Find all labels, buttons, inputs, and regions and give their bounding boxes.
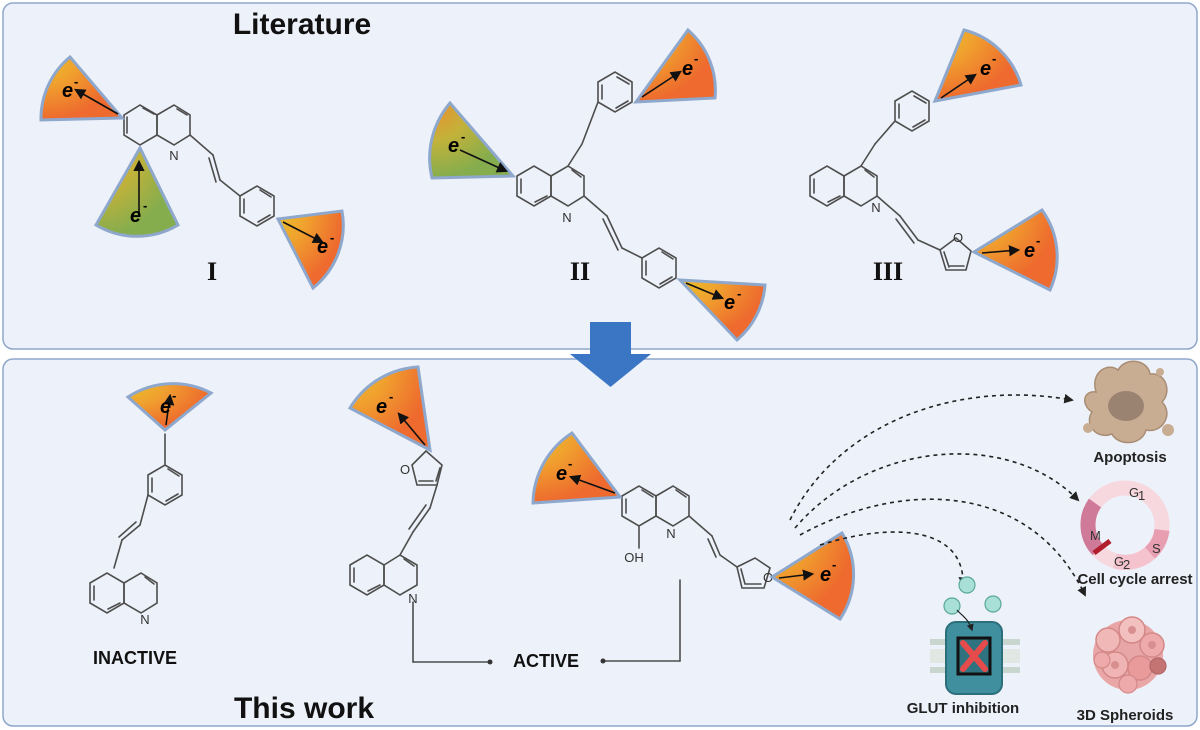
- compound-III-label: III: [873, 257, 903, 286]
- e-label: e: [376, 396, 387, 418]
- active-connector-dot-right: [600, 658, 606, 664]
- cell-cycle-g2: G: [1114, 554, 1124, 569]
- spheroids-icon: [1093, 616, 1167, 694]
- active-compound-2-hydroxyl: OH: [624, 550, 644, 565]
- e-charge: -: [568, 456, 572, 471]
- glut-label: GLUT inhibition: [907, 700, 1019, 717]
- compound-III-nitrogen: N: [871, 200, 880, 215]
- active-compound-1-nitrogen: N: [408, 591, 417, 606]
- cell-cycle-label: Cell cycle arrest: [1077, 571, 1192, 588]
- literature-panel: [2, 2, 1198, 350]
- cell-cycle-icon: [1080, 480, 1170, 570]
- compound-II-nitrogen: N: [562, 210, 571, 225]
- e-label: e: [556, 463, 567, 485]
- e-charge: -: [461, 129, 465, 144]
- e-charge: -: [694, 51, 698, 66]
- active-connector-dot-left: [487, 659, 493, 665]
- e-label: e: [682, 58, 693, 80]
- electron-wedge-III-top: e -: [932, 28, 1023, 103]
- literature-title: Literature: [233, 8, 371, 41]
- apoptosis-label: Apoptosis: [1093, 449, 1166, 466]
- electron-wedge-I-bottom: e -: [93, 144, 180, 238]
- active-compound-1-structure: [349, 449, 490, 663]
- e-label: e: [317, 236, 328, 258]
- e-label: e: [1024, 240, 1035, 262]
- electron-wedge-I-top: e -: [39, 54, 126, 122]
- active-compound-2-nitrogen: N: [666, 526, 675, 541]
- compound-I-nitrogen: N: [169, 148, 178, 163]
- e-label: e: [820, 564, 831, 586]
- effect-arrow-apoptosis: [789, 393, 1074, 521]
- cell-cycle-m: M: [1090, 528, 1101, 543]
- spheroids-label: 3D Spheroids: [1077, 707, 1174, 724]
- e-label: e: [62, 80, 73, 102]
- compound-III-oxygen: O: [953, 230, 963, 245]
- compound-II-label: II: [570, 257, 590, 286]
- active-compound-1-oxygen: O: [400, 462, 410, 477]
- e-charge: -: [172, 388, 176, 403]
- e-charge: -: [330, 230, 334, 245]
- inactive-label: INACTIVE: [93, 648, 177, 668]
- active-compound-2-oxygen: O: [763, 570, 773, 585]
- glut-inhibition-icon: [930, 576, 1020, 695]
- compound-III-structure: [809, 90, 972, 271]
- e-charge: -: [992, 51, 996, 66]
- e-charge: -: [389, 389, 393, 404]
- e-label: e: [980, 58, 991, 80]
- effect-arrow-spheroids: [799, 498, 1087, 597]
- e-label: e: [130, 205, 141, 227]
- compound-I-label: I: [207, 257, 217, 286]
- this-work-title: This work: [234, 692, 374, 725]
- e-label: e: [160, 396, 171, 418]
- apoptosis-cell-icon: [1083, 360, 1174, 444]
- electron-wedge-inactive: e -: [125, 382, 214, 432]
- active-label: ACTIVE: [513, 651, 579, 671]
- inactive-compound-structure: [89, 433, 183, 614]
- electron-wedge-II-bottom: e -: [676, 278, 767, 343]
- cell-cycle-g1-sub: 1: [1138, 488, 1145, 503]
- e-label: e: [724, 292, 735, 314]
- e-charge: -: [143, 198, 147, 213]
- inactive-compound-nitrogen: N: [140, 612, 149, 627]
- cell-cycle-s: S: [1152, 541, 1161, 556]
- electron-wedge-II-left: e -: [428, 100, 517, 180]
- electron-wedge-II-top: e -: [632, 27, 717, 104]
- active-compound-2-structure: [603, 485, 771, 662]
- transition-arrow: [570, 322, 651, 387]
- cell-cycle-g1: G: [1129, 485, 1139, 500]
- electron-wedge-I-right: e -: [275, 209, 345, 291]
- compound-I-structure: [123, 104, 275, 227]
- e-charge: -: [737, 286, 741, 301]
- e-charge: -: [1036, 233, 1040, 248]
- e-charge: -: [74, 74, 78, 89]
- electron-wedge-III-right: e -: [970, 207, 1059, 293]
- electron-wedge-active-2-left: e -: [531, 430, 623, 505]
- cell-cycle-g2-sub: 2: [1123, 557, 1130, 572]
- e-label: e: [448, 135, 459, 157]
- compound-II-structure: [516, 71, 677, 289]
- e-charge: -: [832, 557, 836, 572]
- electron-wedge-active-1: e -: [347, 365, 432, 453]
